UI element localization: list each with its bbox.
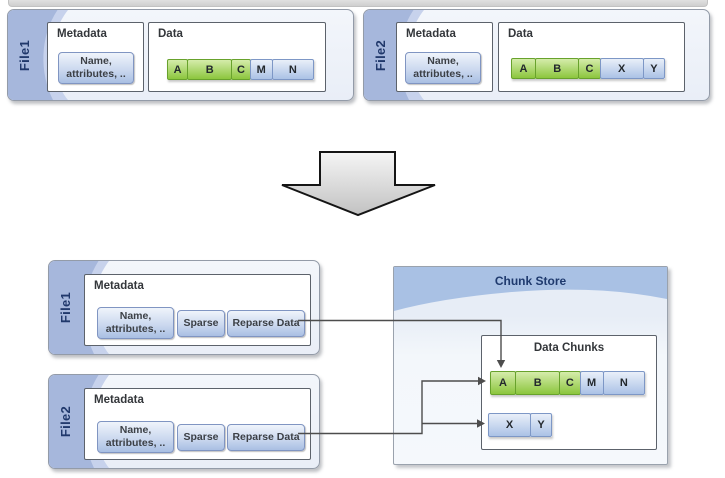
chunk-c: C [559,371,581,395]
chunk-x: X [488,413,531,437]
name-line2: attributes, .. [413,68,473,80]
bottom-file2-box: File2 Metadata Name, attributes, .. Spar… [48,374,320,469]
data-title: Data [158,28,183,40]
chunk-y: Y [642,58,665,79]
top-file2-box: File2 Metadata Name, attributes, .. Data… [363,9,710,101]
chunk-x: X [599,58,644,79]
file2-label: File2 [373,39,389,71]
chunk-store-header-band [394,267,667,311]
chunk-a: A [490,371,517,395]
bottom-file1-box: File1 Metadata Name, attributes, .. Spar… [48,260,320,355]
sparse-button: Sparse [177,310,225,337]
name-attributes-button: Name, attributes, .. [58,52,134,84]
chunk-m: M [249,59,273,80]
top-file1-box: File1 Metadata Name, attributes, .. Data… [7,9,354,101]
name-attributes-button: Name, attributes, .. [405,52,481,84]
data-chunks-title: Data Chunks [533,342,605,354]
name-attributes-button: Name, attributes, .. [97,307,174,339]
top-file2-metadata-panel: Metadata Name, attributes, .. [396,22,493,92]
name-line2: attributes, .. [105,323,166,335]
metadata-title: Metadata [94,394,144,406]
metadata-title: Metadata [94,280,144,292]
bottom-file2-metadata-panel: Metadata Name, attributes, .. Sparse Rep… [84,388,311,460]
name-line2: attributes, .. [105,437,166,449]
name-line1: Name, [427,55,459,68]
name-line1: Name, [119,310,152,323]
name-line2: attributes, .. [66,68,126,80]
chunk-b: B [535,58,580,79]
file1-label: File1 [58,291,74,324]
chunk-c: C [578,58,601,79]
top-file1-metadata-panel: Metadata Name, attributes, .. [47,22,144,92]
chunk-a: A [167,59,189,80]
transform-down-arrow-icon [281,151,436,217]
chunk-a: A [511,58,537,79]
name-attributes-button: Name, attributes, .. [97,421,174,453]
chunk-n: N [271,59,314,80]
metadata-title: Metadata [406,28,456,40]
reparse-data-button: Reparse Data [227,424,305,451]
chunk-n: N [602,371,645,395]
chunk-store-title: Chunk Store [494,274,567,288]
file2-label: File2 [58,405,74,438]
data-title: Data [508,28,533,40]
sparse-button: Sparse [177,424,225,451]
top-crop-strip [8,0,708,7]
bottom-file1-metadata-panel: Metadata Name, attributes, .. Sparse Rep… [84,274,311,346]
file1-label: File1 [17,39,33,71]
chunk-m: M [579,371,604,395]
reparse-data-button: Reparse Data [227,310,305,337]
chunk-c: C [231,59,251,80]
chunk-b: B [187,59,233,80]
name-line1: Name, [119,424,152,437]
chunk-b: B [515,371,561,395]
chunk-y: Y [529,413,552,437]
name-line1: Name, [80,55,112,68]
metadata-title: Metadata [57,28,107,40]
